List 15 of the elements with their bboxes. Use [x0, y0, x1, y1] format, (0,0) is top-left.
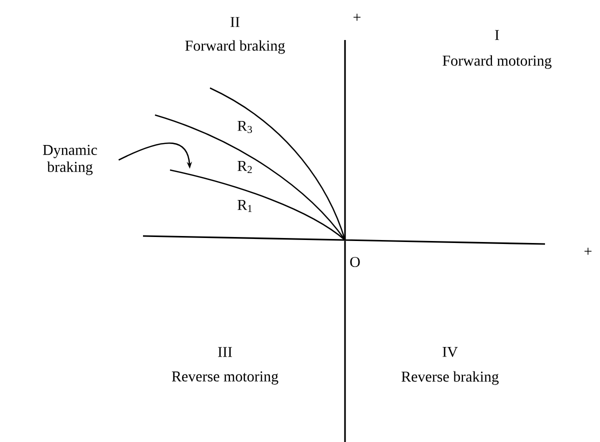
quadrant-label: Forward braking	[185, 40, 285, 54]
curve-label: R$_{1}$	[238, 200, 252, 212]
axis-sign: +	[584, 248, 592, 255]
quadrant-label: Reverse motoring	[172, 371, 278, 385]
origin-label: O	[350, 256, 360, 268]
quadrant-label: Forward motoring	[442, 55, 552, 69]
quadrant-label: Reverse braking	[402, 371, 499, 385]
quadrant-number: III	[218, 347, 232, 357]
axis-sign: +	[354, 14, 360, 21]
curve-label: R$_{3}$	[238, 120, 252, 134]
quadrant-number: IV	[442, 346, 458, 358]
quadrant-number: II	[230, 17, 240, 27]
curve-label: R$_{2}$	[238, 161, 252, 173]
text-label: Dynamic braking	[42, 144, 98, 176]
quadrant-number: I	[495, 30, 499, 40]
